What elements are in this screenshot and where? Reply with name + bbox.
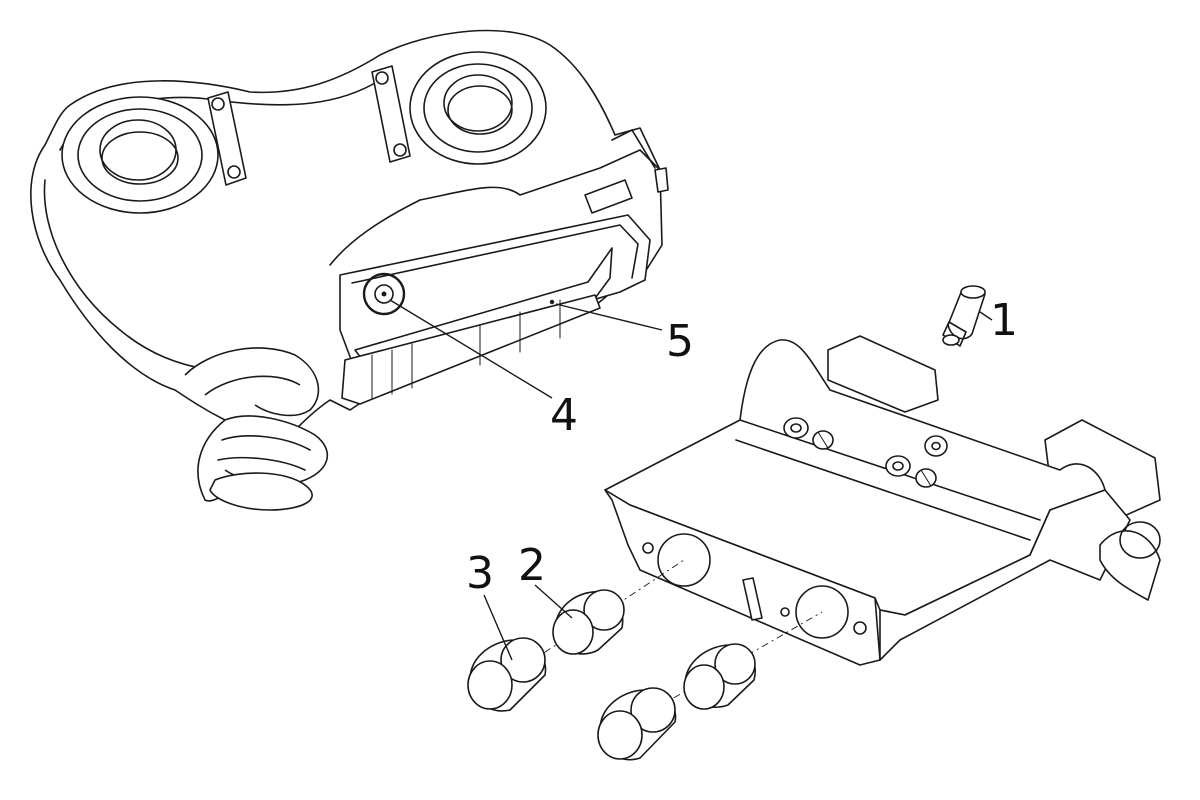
callout-5: 5 bbox=[666, 316, 694, 367]
side-window-slot bbox=[584, 179, 633, 214]
leader-4 bbox=[389, 299, 553, 399]
callout-3: 3 bbox=[466, 548, 494, 599]
part-5-point bbox=[549, 299, 555, 305]
bushing-2-upper bbox=[552, 589, 625, 655]
callout-4: 4 bbox=[550, 390, 578, 441]
leader-5 bbox=[555, 303, 663, 331]
leader-1 bbox=[979, 311, 993, 321]
callout-2: 2 bbox=[518, 540, 546, 591]
retaining-plate-left bbox=[207, 91, 247, 186]
carrier-body bbox=[604, 335, 1161, 666]
bushing-2-lower bbox=[683, 643, 756, 710]
side-nub bbox=[654, 167, 669, 193]
front-hook-lugs bbox=[184, 347, 329, 511]
left-pin-boss bbox=[61, 96, 219, 214]
right-pin-boss bbox=[409, 51, 547, 165]
front-bores bbox=[642, 533, 867, 639]
bushing-3-lower bbox=[597, 687, 677, 761]
bushing-3-upper bbox=[467, 637, 547, 712]
leader-3 bbox=[483, 594, 513, 661]
retaining-plate-right bbox=[371, 65, 411, 163]
callout-1: 1 bbox=[990, 295, 1018, 346]
leader-2 bbox=[534, 584, 573, 619]
top-fittings bbox=[783, 417, 948, 488]
main-bracket-body bbox=[30, 29, 669, 511]
plug-part-1 bbox=[942, 285, 986, 347]
grease-fitting-4 bbox=[362, 272, 406, 316]
